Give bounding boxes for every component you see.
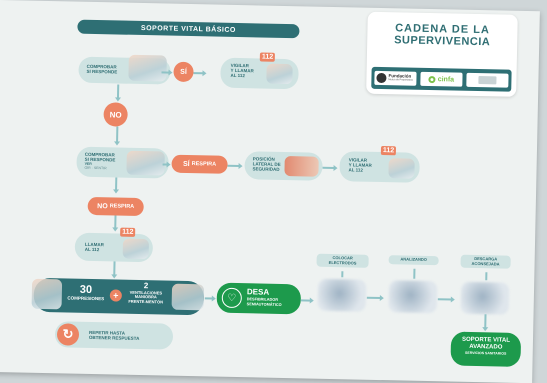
- arrowhead-to-advanced: [481, 327, 488, 332]
- advanced-line3: SERVICIOS SANITARIOS: [465, 350, 507, 356]
- watch-call-label: VIGILAR Y LLAMAR AL 112: [230, 63, 253, 79]
- electrodes-photo: [317, 278, 367, 312]
- ventilation-illustration: [171, 283, 205, 311]
- no-respira-badge: NO RESPIRA: [87, 196, 144, 217]
- dea-line2: SEMIAUTOMÁTICO: [246, 302, 282, 307]
- analyzing-label: ANALIZANDO: [388, 255, 439, 265]
- fundacion-logo-mark: [376, 72, 387, 84]
- cinfa-logo: cinfa: [420, 71, 463, 87]
- arrowhead-to-cpr: [110, 274, 117, 279]
- repeat-line2: OBTENER RESPUESTA: [88, 335, 140, 342]
- advanced-support-badge: SOPORTE VITAL AVANZADO SERVICIOS SANITAR…: [450, 331, 522, 367]
- check-breathing-label: COMPROBAR SI RESPONDE VER OÍR · SENTIR: [84, 152, 115, 171]
- arrow-to-cpr: [113, 261, 116, 276]
- dea-heart-icon: ♡: [221, 287, 243, 309]
- arrowhead-to-si: [168, 69, 173, 76]
- brand-title-2: SUPERVIVENCIA: [394, 34, 491, 49]
- place-electrodes-label: COLOCAR ELECTRODOS: [316, 253, 369, 268]
- fundacion-logo-text-2: Mutua de Propietarios: [388, 78, 413, 82]
- person-breathing-illustration: [126, 150, 165, 176]
- cinfa-logo-text: cinfa: [437, 75, 455, 84]
- fundacion-logo: Fundación Mutua de Propietarios: [374, 70, 417, 86]
- arrowhead-to-no-respira: [112, 189, 119, 194]
- dea-badge: ♡ DESA DESFIBRILADOR SEMIAUTOMÁTICO: [216, 282, 302, 315]
- arrowhead-to-discharge: [450, 296, 455, 303]
- third-logo: [466, 72, 509, 88]
- arrow-discharge-down: [485, 272, 487, 281]
- arrow-to-advanced: [484, 314, 487, 329]
- discharge-line2: ACONSEJADA: [471, 260, 500, 267]
- arrowhead-to-dea: [211, 295, 216, 302]
- arrow-to-analyzing: [366, 296, 381, 299]
- si-respira-rest: RESPIRA: [191, 161, 217, 168]
- header-title: SOPORTE VITAL BÁSICO: [140, 24, 236, 34]
- si-respira-badge: SÍ RESPIRA: [171, 154, 228, 174]
- arrowhead-to-si-respira: [166, 161, 171, 168]
- watch-call-2-line3: AL 112: [348, 167, 363, 173]
- arrowhead-to-breathing: [113, 141, 120, 146]
- compressions-number: 30: [79, 283, 93, 296]
- discharge-label: DESCARGA ACONSEJADA: [460, 254, 511, 269]
- check-response-line2: SI RESPONDE: [86, 69, 118, 75]
- check-breathing-line4: OÍR · SENTIR: [84, 166, 107, 171]
- arrow-electrodes-down: [341, 271, 343, 278]
- dea-title: DESA: [246, 287, 270, 297]
- watch-call-2-label: VIGILAR Y LLAMAR AL 112: [348, 157, 371, 173]
- arrow-to-discharge: [437, 298, 452, 301]
- arrowhead-to-watch: [202, 69, 207, 76]
- arrow-analyzing-down: [413, 268, 415, 279]
- compressions-block: 30 COMPRESIONES: [64, 283, 108, 302]
- dea-line1: DESFIBRILADOR: [246, 297, 279, 302]
- no-respira-rest: RESPIRA: [109, 203, 135, 210]
- si-badge: SÍ: [173, 61, 194, 83]
- analyzing-line1: ANALIZANDO: [400, 256, 427, 262]
- arrowhead-to-call: [111, 227, 118, 232]
- analyzing-photo: [388, 280, 438, 314]
- si-respira-strong: SÍ: [182, 160, 190, 168]
- arrow-to-breathing: [116, 126, 118, 143]
- place-electrodes-line2: ELECTRODOS: [328, 259, 357, 266]
- arrowhead-to-watch-2: [333, 164, 338, 171]
- no-respira-strong: NO: [97, 202, 108, 210]
- call-112-label: LLAMAR AL 112: [85, 242, 104, 253]
- repeat-label: REPETIR HASTA OBTENER RESPUESTA: [89, 330, 140, 341]
- arrow-to-no: [116, 84, 119, 99]
- third-logo-mark: [478, 76, 497, 85]
- lateral-position-label: POSICIÓN LATERAL DE SEGURIDAD: [252, 156, 280, 172]
- ventilations-line3: FRENTE-MENTÓN: [128, 298, 164, 305]
- watch-call-line3: AL 112: [230, 73, 245, 79]
- arrowhead-to-no: [114, 97, 121, 102]
- badge-112-c: 112: [120, 227, 136, 237]
- arrowhead-to-lateral: [238, 162, 243, 169]
- brand-logos-strip: Fundación Mutua de Propietarios cinfa: [371, 66, 512, 92]
- header-bar: SOPORTE VITAL BÁSICO: [77, 19, 300, 39]
- discharge-photo: [460, 281, 510, 315]
- check-response-label: COMPROBAR SI RESPONDE: [86, 64, 117, 75]
- lateral-position-illustration: [284, 155, 319, 177]
- compressions-label: COMPRESIONES: [67, 295, 105, 302]
- arrowhead-to-electrodes: [309, 297, 314, 304]
- lateral-position-line3: SEGURIDAD: [252, 166, 280, 173]
- ventilations-block: 2 VENTILACIONES MANIOBRA FRENTE-MENTÓN: [124, 281, 168, 305]
- compressions-illustration: [31, 278, 63, 310]
- arrowhead-to-analyzing: [379, 294, 384, 301]
- badge-112-b: 112: [380, 146, 397, 156]
- cinfa-logo-mark: [428, 75, 436, 83]
- phone-call-illustration-b: [388, 158, 415, 179]
- badge-112-a: 112: [259, 52, 276, 62]
- phone-call-illustration-c: [122, 238, 150, 260]
- call-112-line2: AL 112: [84, 247, 100, 253]
- brand-card: CADENA DE LA SUPERVIVENCIA Fundación Mut…: [366, 11, 518, 97]
- phone-call-illustration-a: [266, 63, 293, 85]
- no-badge: NO: [103, 102, 128, 127]
- person-check-illustration: [128, 54, 167, 82]
